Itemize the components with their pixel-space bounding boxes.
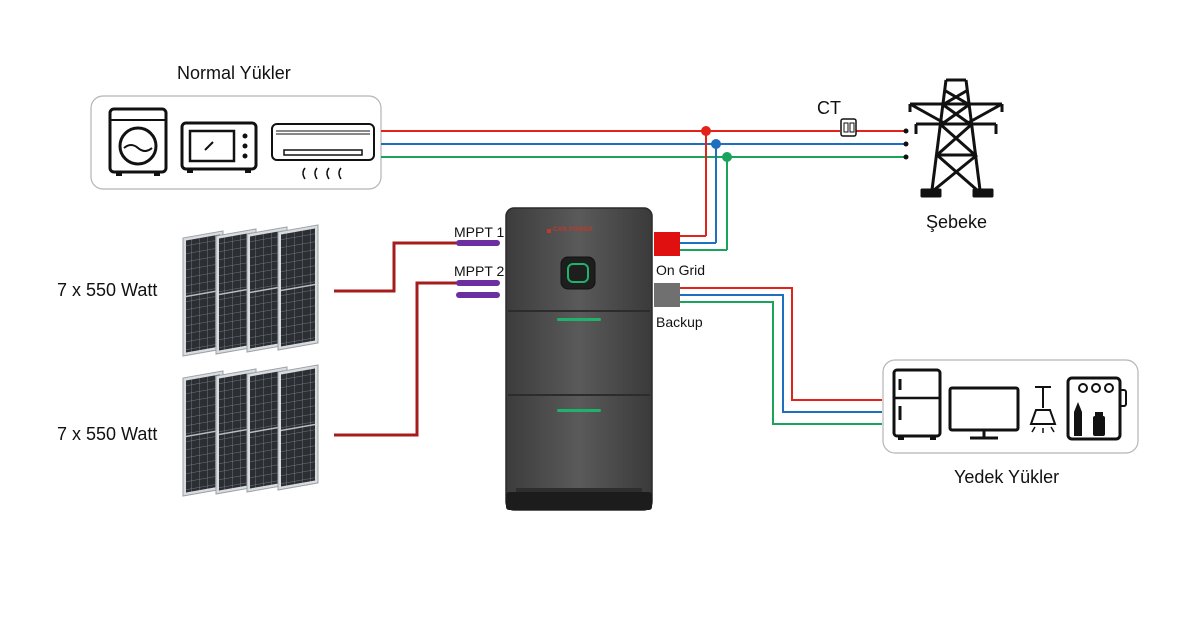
brand-logo: CAN POWER	[553, 227, 594, 233]
mppt2-label: MPPT 2	[454, 263, 505, 279]
pv-cables	[334, 241, 458, 437]
solar-panel-group-2	[183, 365, 318, 496]
grid-label: Şebeke	[926, 212, 988, 232]
backup-port	[654, 283, 680, 307]
air-conditioner-icon	[271, 123, 375, 180]
backup-label: Backup	[656, 314, 703, 330]
transmission-tower-icon	[908, 78, 1004, 198]
on-grid-port	[654, 232, 680, 256]
television-icon	[948, 386, 1020, 440]
microwave-icon	[180, 121, 258, 173]
backup-loads-label: Yedek Yükler	[954, 467, 1060, 487]
normal-loads-label: Normal Yükler	[177, 63, 291, 83]
inverter-display-icon	[560, 256, 596, 290]
mppt1-label: MPPT 1	[454, 224, 505, 240]
refrigerator-icon	[892, 368, 942, 440]
panel-group-1-label: 7 x 550 Watt	[57, 280, 158, 300]
kitchen-appliances-icon	[1066, 376, 1127, 441]
mppt1-connector	[456, 240, 500, 246]
panel-group-2-label: 7 x 550 Watt	[57, 424, 158, 444]
ct-label: CT	[817, 98, 841, 118]
mppt2-connector	[456, 280, 500, 298]
ceiling-lamp-icon	[1029, 386, 1057, 433]
on-grid-label: On Grid	[656, 262, 706, 278]
current-transformer-icon	[840, 118, 857, 137]
inverter-battery-unit	[505, 207, 680, 511]
grid-ac-lines	[381, 128, 909, 160]
normal-loads-box	[90, 95, 382, 190]
solar-panel-group-1	[183, 225, 318, 356]
backup-loads-box	[882, 359, 1139, 454]
washing-machine-icon	[108, 107, 168, 176]
on-grid-drop-lines	[680, 126, 732, 251]
backup-lines	[680, 287, 882, 425]
